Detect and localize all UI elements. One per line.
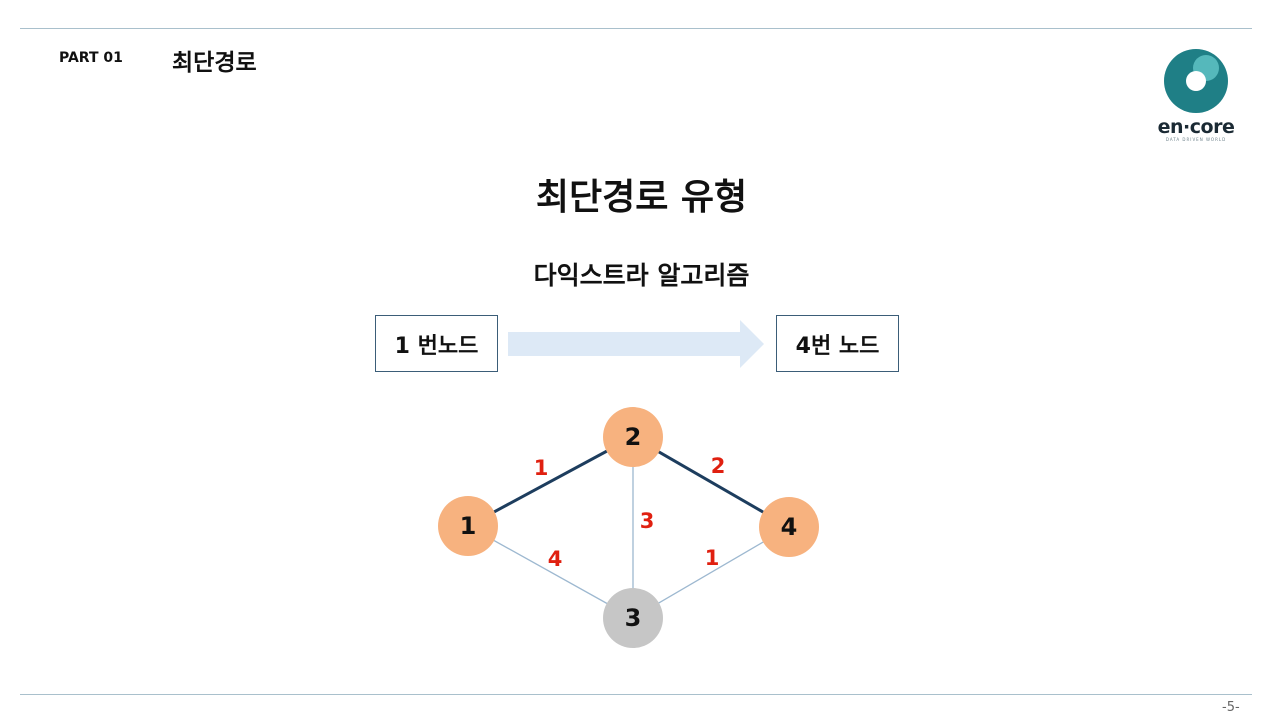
graph-node-2: [603, 407, 663, 467]
edge-weight-2-3: 3: [640, 509, 655, 533]
graph-node-label-1: 1: [460, 512, 477, 540]
part-label: PART 01: [59, 50, 123, 66]
subtitle: 다익스트라 알고리즘: [533, 261, 750, 290]
edge-2-4: [632, 435, 790, 529]
start-node-box: 1 번노드: [375, 315, 498, 372]
logo-wordmark: en·core: [1157, 116, 1235, 138]
graph-node-4: [759, 497, 819, 557]
edge-weight-3-4: 1: [705, 546, 720, 570]
graph-node-3: [603, 588, 663, 648]
route-arrow-shape: [508, 320, 764, 368]
graph-node-label-2: 2: [625, 423, 642, 451]
graph-node-label-4: 4: [781, 513, 798, 541]
edge-1-2: [467, 435, 634, 528]
start-node-label: 1 번노드: [394, 333, 479, 359]
edge-1-3: [467, 525, 634, 619]
encore-logo: en·core DATA DRIVEN WORLD: [1150, 48, 1242, 142]
edge-weight-1-3: 4: [548, 547, 563, 571]
top-divider: [20, 28, 1252, 29]
graph-node-label-3: 3: [625, 604, 642, 632]
encore-logo-icon: [1164, 49, 1228, 113]
logo-tagline: DATA DRIVEN WORLD: [1165, 137, 1227, 142]
end-node-label: 4번 노드: [795, 333, 880, 359]
bottom-divider: [20, 694, 1252, 695]
edge-3-4: [632, 526, 790, 619]
edge-weight-2-4: 2: [711, 454, 726, 478]
edge-weight-1-2: 1: [534, 456, 549, 480]
route-arrow-icon: [508, 320, 764, 368]
graph-node-1: [438, 496, 498, 556]
main-title: 최단경로 유형: [535, 177, 748, 218]
page-number: -5-: [1222, 700, 1240, 715]
logo-center: [1186, 71, 1206, 91]
section-title: 최단경로: [172, 50, 257, 76]
end-node-box: 4번 노드: [776, 315, 899, 372]
